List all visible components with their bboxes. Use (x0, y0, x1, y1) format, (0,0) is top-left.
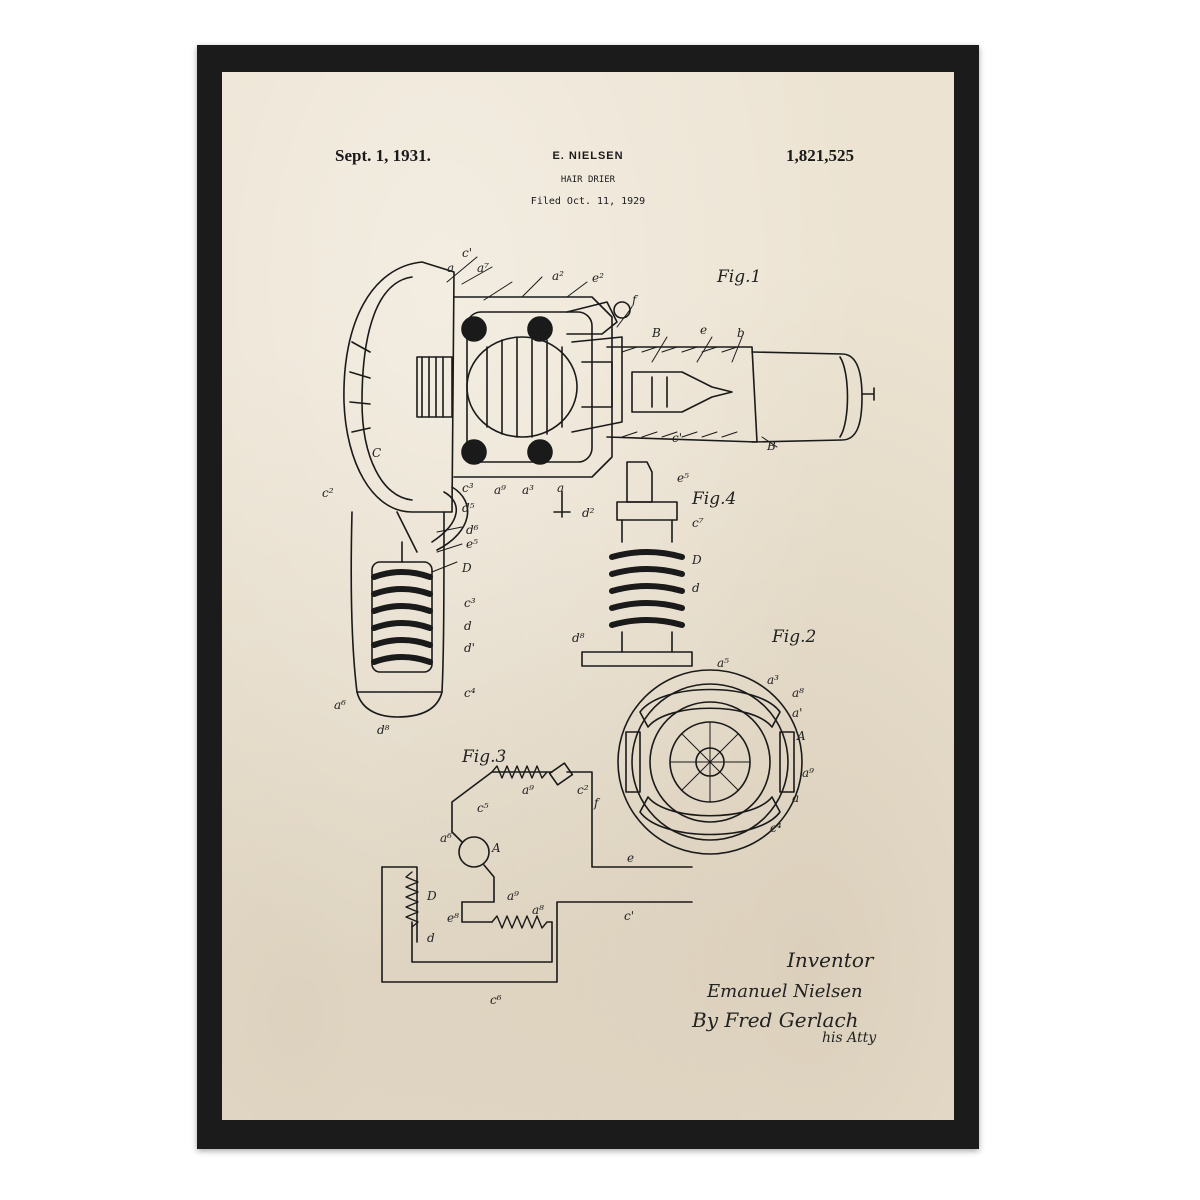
svg-text:e²: e² (592, 271, 604, 285)
fig4-label: Fig.4 (691, 489, 736, 509)
fig2-drawing (617, 669, 803, 855)
inventor-label: Inventor (786, 948, 875, 972)
svg-text:d⁸: d⁸ (377, 723, 390, 737)
reference-letters: c' a a⁷ a² e² f B e b B c' C c² c³ d⁵ d⁶… (322, 246, 814, 1007)
svg-text:B: B (766, 439, 776, 453)
svg-text:e⁵: e⁵ (466, 537, 478, 551)
svg-text:b: b (737, 326, 745, 340)
svg-text:d²: d² (582, 506, 595, 520)
svg-text:a⁹: a⁹ (522, 783, 534, 797)
svg-text:D: D (426, 889, 437, 903)
svg-text:d⁵: d⁵ (462, 501, 475, 515)
svg-text:d': d' (464, 641, 475, 655)
svg-text:a': a' (792, 706, 802, 720)
svg-text:a³: a³ (522, 483, 534, 497)
svg-text:C: C (372, 446, 381, 460)
inventor-header: E. NIELSEN (552, 150, 624, 162)
svg-text:c³: c³ (462, 481, 474, 495)
svg-text:e⁸: e⁸ (447, 911, 459, 925)
attorney-signature: By Fred Gerlach (691, 1008, 859, 1032)
svg-text:c³: c³ (464, 596, 476, 610)
fig4-drawing (553, 461, 693, 667)
fig2-label: Fig.2 (771, 627, 816, 647)
svg-text:c⁷: c⁷ (692, 516, 704, 530)
svg-text:e: e (627, 851, 634, 865)
fig1-drawing (343, 261, 875, 718)
svg-text:B: B (651, 326, 661, 340)
svg-text:c': c' (462, 246, 472, 260)
svg-text:d⁸: d⁸ (572, 631, 585, 645)
svg-text:a²: a² (552, 269, 564, 283)
patent-sheet: Sept. 1, 1931. E. NIELSEN HAIR DRIER Fil… (222, 72, 954, 1120)
svg-text:a⁶: a⁶ (440, 831, 452, 845)
svg-text:c': c' (624, 909, 634, 923)
svg-text:e⁵: e⁵ (677, 471, 689, 485)
inventor-signature: Emanuel Nielsen (706, 981, 863, 1002)
svg-text:A: A (491, 841, 501, 855)
svg-text:c⁴: c⁴ (464, 686, 476, 700)
svg-text:a: a (447, 261, 454, 275)
fig3-drawing (381, 762, 693, 983)
svg-text:d: d (427, 931, 435, 945)
svg-text:a⁹: a⁹ (494, 483, 506, 497)
svg-text:c⁶: c⁶ (490, 993, 502, 1007)
svg-text:a⁸: a⁸ (532, 903, 544, 917)
svg-text:c⁵: c⁵ (477, 801, 489, 815)
patent-title: HAIR DRIER (560, 175, 616, 185)
svg-text:c': c' (672, 431, 682, 445)
svg-text:c⁴: c⁴ (770, 821, 782, 835)
patent-number: 1,821,525 (786, 146, 854, 165)
patent-date: Sept. 1, 1931. (335, 146, 431, 165)
svg-text:c²: c² (577, 783, 589, 797)
svg-text:a⁸: a⁸ (792, 686, 804, 700)
svg-text:d: d (464, 619, 472, 633)
svg-text:a: a (792, 791, 799, 805)
svg-text:a⁵: a⁵ (717, 656, 729, 670)
svg-text:a⁹: a⁹ (802, 766, 814, 780)
svg-text:D: D (691, 553, 702, 567)
svg-text:a⁷: a⁷ (477, 261, 489, 275)
svg-text:a⁶: a⁶ (334, 698, 346, 712)
svg-text:A: A (796, 729, 806, 743)
attorney-title: his Atty (822, 1030, 877, 1046)
svg-text:D: D (461, 561, 472, 575)
patent-drawing: Fig.1 Fig.4 Fig.2 Fig.3 c' a a⁷ a² e² f … (322, 246, 877, 1046)
svg-text:a⁹: a⁹ (507, 889, 519, 903)
svg-text:e: e (700, 323, 707, 337)
svg-text:d: d (692, 581, 700, 595)
svg-text:c²: c² (322, 486, 334, 500)
svg-text:a: a (557, 481, 564, 495)
fig3-label: Fig.3 (461, 747, 506, 767)
svg-text:f: f (631, 293, 639, 307)
filed-date: Filed Oct. 11, 1929 (530, 196, 646, 207)
svg-text:f: f (593, 796, 601, 810)
svg-text:a³: a³ (767, 673, 779, 687)
fig1-label: Fig.1 (716, 267, 761, 287)
svg-text:d⁶: d⁶ (466, 523, 479, 537)
